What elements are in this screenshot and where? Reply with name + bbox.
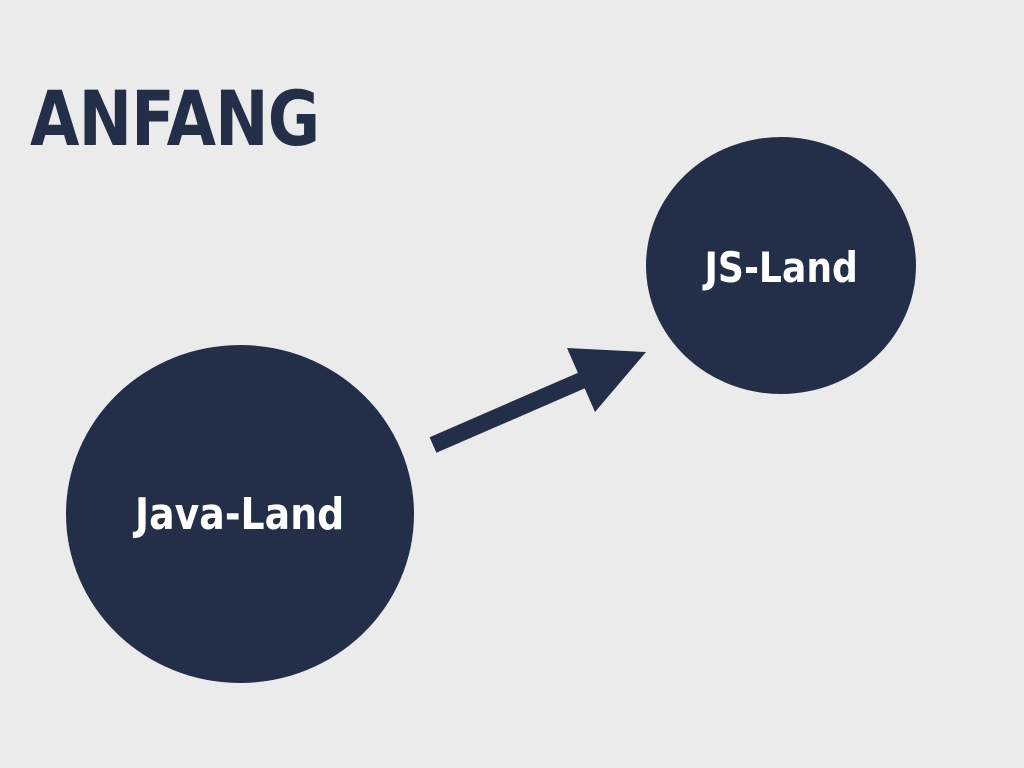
slide-title: ANFANG [30,74,320,163]
node-js-land-label: JS-Land [704,243,858,292]
node-java-land: Java-Land [66,345,414,683]
node-java-land-label: Java-Land [135,488,345,540]
node-js-land: JS-Land [646,137,916,394]
arrow-head [567,348,646,412]
arrow-shaft [429,371,589,453]
